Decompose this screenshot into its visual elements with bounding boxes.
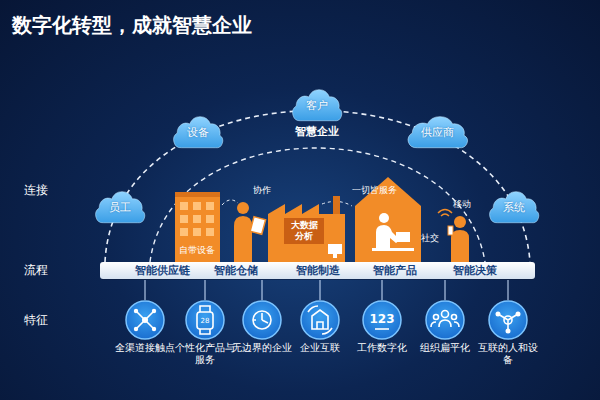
cloud-node: 供应商 (406, 116, 469, 150)
cloud-label: 客户 (291, 89, 343, 121)
factory (268, 196, 345, 262)
office-building (175, 192, 220, 262)
feature-label: 工作数字化 (350, 342, 414, 354)
feature-node: 全渠道接触点 (113, 300, 177, 354)
feature-circle (126, 301, 527, 339)
text-label: 连接 (24, 182, 48, 199)
feature-circle-space (113, 300, 177, 342)
feature-circle-space (288, 300, 352, 342)
dashed-arc (105, 111, 530, 263)
feature-node: 互联的人和设备 (476, 300, 540, 366)
feature-node: 无边界的企业 (230, 300, 294, 354)
feature-circle-space (230, 300, 294, 342)
text-label: 一切皆服务 (352, 184, 397, 197)
process-band: 智能供应链 智能仓储 智能制造 智能产品 智能决策 (100, 262, 535, 279)
process-label: 智能供应链 (135, 264, 190, 278)
feature-node: 工作数字化 (350, 300, 414, 354)
person-figure (234, 202, 266, 262)
dashed-arc (150, 148, 485, 262)
cloud-label: 员工 (94, 191, 146, 223)
process-label: 智能仓储 (214, 264, 258, 278)
cloud-label: 供应商 (406, 116, 469, 148)
feature-node: 个性化产品与服务 (173, 300, 237, 366)
feature-label: 互联的人和设备 (476, 342, 540, 366)
process-label: 智能制造 (296, 264, 340, 278)
feature-node: 组织扁平化 (413, 300, 477, 354)
cloud-node: 员工 (94, 191, 146, 225)
process-label: 智能决策 (453, 264, 497, 278)
feature-circle-space (476, 300, 540, 342)
mobile-person (438, 210, 469, 263)
text-label: 自带设备 (179, 244, 215, 257)
dashed-arc (222, 200, 238, 205)
band-shadow (100, 262, 535, 280)
text-label: 28 (201, 317, 210, 325)
feature-label: 无边界的企业 (230, 342, 294, 354)
text-label: 大数据 分析 (287, 220, 321, 242)
feature-label: 全渠道接触点 (113, 342, 177, 354)
cloud-node: 客户 (291, 89, 343, 123)
text-label: 协作 (253, 184, 271, 197)
feature-label: 个性化产品与服务 (173, 342, 237, 366)
text-label: 移动 (453, 198, 471, 211)
process-label: 智能产品 (373, 264, 417, 278)
cloud-node: 系统 (488, 191, 540, 225)
text-label: 流程 (24, 262, 48, 279)
text-label: 特征 (24, 312, 48, 329)
cloud-label: 设备 (172, 116, 224, 148)
feature-label: 企业互联 (288, 342, 352, 354)
feature-node: 企业互联 (288, 300, 352, 354)
feature-label: 组织扁平化 (413, 342, 477, 354)
feature-icon (134, 306, 521, 334)
cloud-label: 系统 (488, 191, 540, 223)
text-label: 智慧企业 (295, 124, 339, 139)
cloud-node: 设备 (172, 116, 224, 150)
leader-line (145, 280, 508, 300)
title: 数字化转型，成就智慧企业 (12, 12, 252, 39)
text-label: 123 (369, 312, 394, 326)
text-label: 社交 (421, 232, 439, 245)
feature-circle-space (413, 300, 477, 342)
